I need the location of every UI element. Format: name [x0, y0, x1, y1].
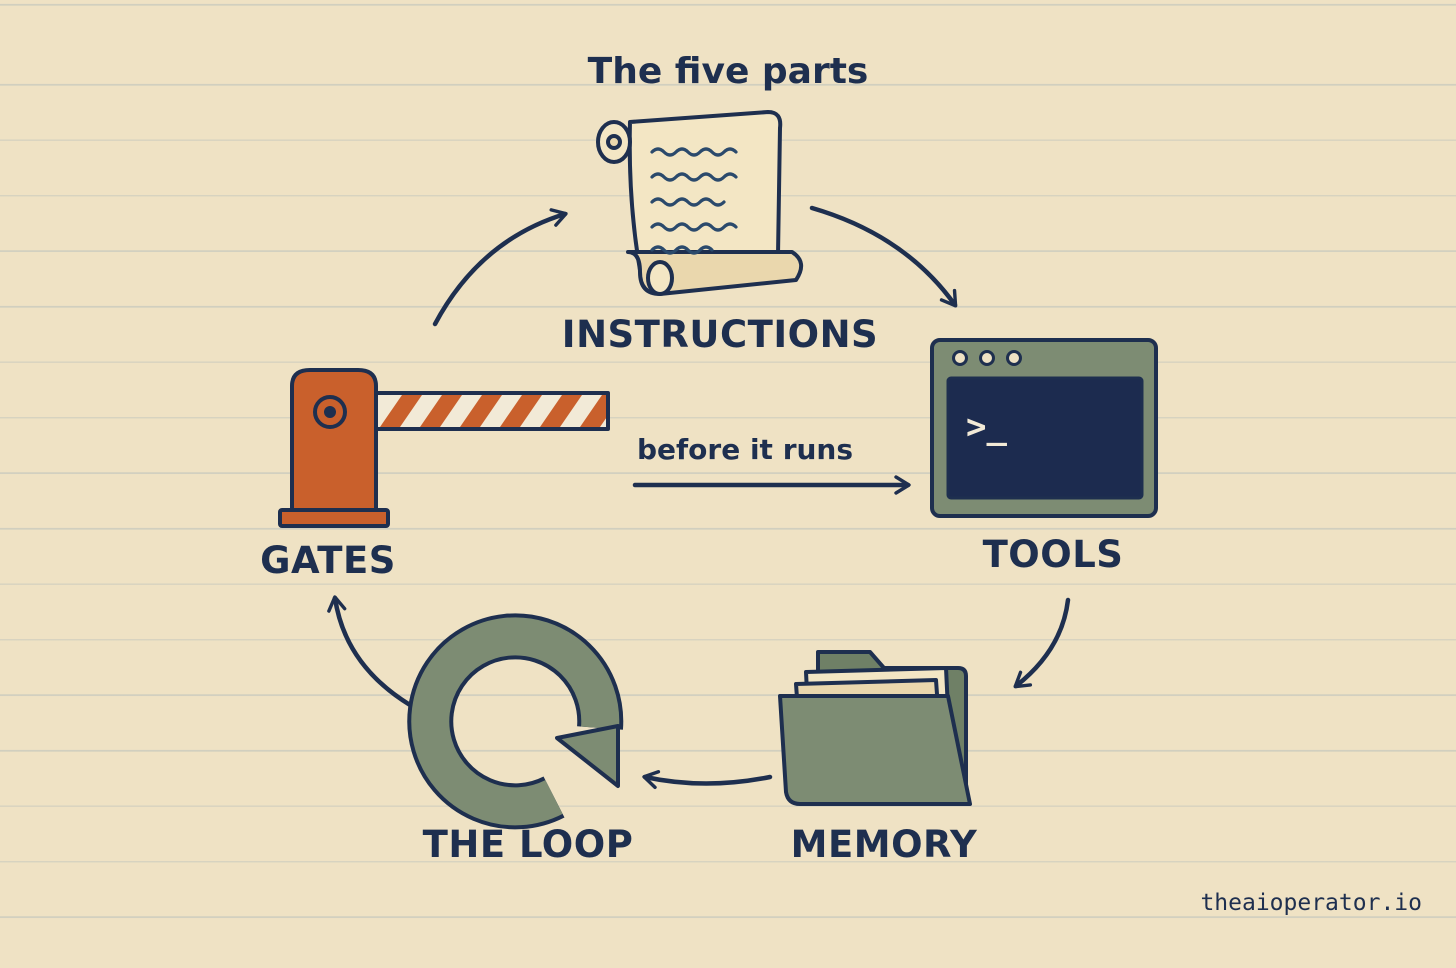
terminal-prompt-text: >_	[966, 407, 1007, 447]
node-label-instructions: INSTRUCTIONS	[561, 313, 879, 356]
node-label-loop: THE LOOP	[422, 823, 634, 866]
arrow-instructions-to-tools	[809, 205, 958, 308]
node-label-memory: MEMORY	[790, 823, 978, 866]
watermark-text: theaioperator.io	[1200, 890, 1422, 916]
node-label-gates: GATES	[260, 539, 396, 582]
diagram-title: The five parts	[587, 51, 869, 92]
node-label-tools: TOOLS	[982, 533, 1124, 576]
barrier-gate-icon	[278, 368, 610, 528]
arrow-memory-to-loop	[642, 770, 773, 790]
arrow-gates-to-instructions	[432, 208, 568, 327]
scroll-icon	[596, 110, 804, 296]
edge-label-before-it-runs: before it runs	[636, 433, 854, 466]
arrow-loop-to-gates	[327, 595, 413, 708]
arrow-tools-to-memory	[1013, 597, 1071, 689]
folder-icon	[778, 650, 972, 806]
terminal-window-icon: >_	[930, 338, 1158, 518]
loop-arrow-icon	[407, 613, 624, 830]
